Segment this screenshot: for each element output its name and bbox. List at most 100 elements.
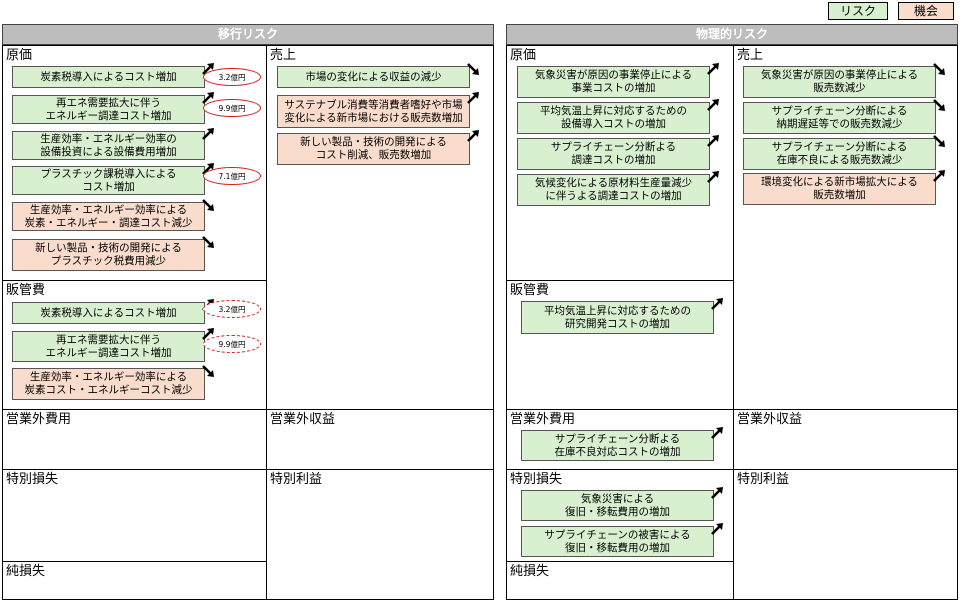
impact-amount-badge: 7.1億円 <box>203 167 261 185</box>
impact-amount-badge: 9.9億円 <box>203 335 261 353</box>
physical-non-op-expense-title: 営業外費用 <box>510 412 576 427</box>
transition-extraordinary-loss-title: 特別損失 <box>6 472 59 487</box>
risk-item: 気象災害による復旧・移転費用の増加 <box>521 490 714 521</box>
item-text: 気候変化による原材料生産量減少に伴うよる調達コストの増加 <box>534 177 693 202</box>
legend-risk: リスク <box>828 2 888 20</box>
arrow-up-right-icon <box>711 523 723 535</box>
physical-sales-cell: 売上 <box>733 45 958 410</box>
transition-extraordinary-gain-title: 特別利益 <box>270 472 323 487</box>
risk-item: 気象災害が原因の事業停止による事業コストの増加 <box>517 66 710 98</box>
impact-amount-badge: 3.2億円 <box>203 68 261 86</box>
item-text: サプライチェーン分断よる調達コストの増加 <box>550 141 677 166</box>
risk-item: サプライチェーン分断による納期遅延等での販売数減少 <box>743 102 936 134</box>
transition-cost-title: 原価 <box>6 48 33 63</box>
arrow-up-right-icon <box>202 92 214 104</box>
item-text: 新しい製品・技術の開発によるプラスチック税費用減少 <box>35 242 182 267</box>
arrow-up-right-icon <box>711 427 723 439</box>
risk-item: 炭素税導入によるコスト増加 <box>12 66 205 88</box>
transition-non-op-income-cell: 営業外収益 <box>266 409 494 470</box>
risk-item: 炭素税導入によるコスト増加 <box>12 302 205 324</box>
arrow-down-right-icon <box>933 99 945 111</box>
item-text: 市場の変化による収益の減少 <box>305 70 442 83</box>
physical-non-op-income-cell: 営業外収益 <box>733 409 958 470</box>
physical-net-loss-cell: 純損失 <box>506 561 734 600</box>
arrow-down-right-icon <box>467 63 479 75</box>
item-text: 気象災害による復旧・移転費用の増加 <box>565 492 670 518</box>
transition-extraordinary-loss-cell: 特別損失 <box>2 469 267 562</box>
transition-non-op-expense-cell: 営業外費用 <box>2 409 267 470</box>
item-text: 気象災害が原因の事業停止による販売数減少 <box>760 69 919 94</box>
arrow-up-right-icon <box>467 130 479 142</box>
opportunity-item: 新しい製品・技術の開発によるプラスチック税費用減少 <box>12 239 205 271</box>
item-text: サプライチェーン分断による納期遅延等での販売数減少 <box>771 105 908 130</box>
item-text: 炭素税導入によるコスト増加 <box>40 70 177 83</box>
arrow-up-right-icon <box>933 170 945 182</box>
risk-item: サプライチェーンの被害による復旧・移転費用の増加 <box>521 526 714 557</box>
risk-item: 市場の変化による収益の減少 <box>277 66 470 88</box>
opportunity-item: 新しい製品・技術の開発によるコスト削減、販売数増加 <box>277 133 470 165</box>
arrow-up-right-icon <box>707 63 719 75</box>
transition-sga-title: 販管費 <box>6 283 46 298</box>
impact-amount-badge: 3.2億円 <box>203 300 261 318</box>
item-text: プラスチック課税導入によるコスト増加 <box>40 167 177 193</box>
item-text: 気象災害が原因の事業停止による事業コストの増加 <box>534 69 693 94</box>
physical-net-loss-title: 純損失 <box>510 564 550 579</box>
physical-extraordinary-gain-title: 特別利益 <box>737 472 790 487</box>
transition-net-loss-title: 純損失 <box>6 564 46 579</box>
item-text: サプライチェーンの被害による復旧・移転費用の増加 <box>544 528 691 554</box>
risk-item: サプライチェーン分断による在庫不良による販売数減少 <box>743 138 936 170</box>
arrow-down-right-icon <box>933 135 945 147</box>
transition-non-op-income-title: 営業外収益 <box>270 412 336 427</box>
risk-item: 平均気温上昇に対応するための設備導入コストの増加 <box>517 102 710 134</box>
opportunity-item: 生産効率・エネルギー効率による炭素コスト・エネルギーコスト減少 <box>12 368 205 400</box>
physical-risk-header: 物理的リスク <box>506 24 958 45</box>
arrow-up-right-icon <box>707 99 719 111</box>
item-text: 平均気温上昇に対応するための設備導入コストの増加 <box>540 105 687 130</box>
risk-item: 再エネ需要拡大に伴うエネルギー調達コスト増加 <box>12 331 205 362</box>
opportunity-item: 環境変化による新市場拡大による販売数増加 <box>743 173 936 205</box>
item-text: サプライチェーン分断よる在庫不良対応コストの増加 <box>554 432 681 458</box>
risk-item: 再エネ需要拡大に伴うエネルギー調達コスト増加 <box>12 95 205 124</box>
risk-item: 生産効率・エネルギー効率の設備投資による設備費用増加 <box>12 131 205 160</box>
physical-sga-cell: 販管費 <box>506 280 734 410</box>
transition-risk-header: 移行リスク <box>2 24 494 45</box>
item-text: 生産効率・エネルギー効率の設備投資による設備費用増加 <box>40 132 177 158</box>
risk-item: 気候変化による原材料生産量減少に伴うよる調達コストの増加 <box>517 174 710 206</box>
item-text: サステナブル消費等消費者嗜好や市場変化による新市場における販売数増加 <box>284 98 463 124</box>
item-text: 環境変化による新市場拡大による販売数増加 <box>761 176 918 201</box>
item-text: 平均気温上昇に対応するための研究開発コストの増加 <box>544 304 691 330</box>
physical-cost-title: 原価 <box>510 48 537 63</box>
physical-extraordinary-loss-title: 特別損失 <box>510 472 563 487</box>
item-text: サプライチェーン分断による在庫不良による販売数減少 <box>771 141 908 166</box>
arrow-up-right-icon <box>707 171 719 183</box>
arrow-up-right-icon <box>711 298 723 310</box>
risk-item: サプライチェーン分断よる調達コストの増加 <box>517 138 710 170</box>
item-text: 生産効率・エネルギー効率による炭素コスト・エネルギーコスト減少 <box>24 371 193 396</box>
item-text: 再エネ需要拡大に伴うエネルギー調達コスト増加 <box>45 333 172 359</box>
transition-extraordinary-gain-cell: 特別利益 <box>266 469 494 600</box>
transition-sales-title: 売上 <box>270 48 297 63</box>
arrow-down-right-icon <box>933 63 945 75</box>
arrow-down-right-icon <box>202 365 214 377</box>
item-text: 生産効率・エネルギー効率による炭素・エネルギー・調達コスト減少 <box>24 203 193 229</box>
risk-item: プラスチック課税導入によるコスト増加 <box>12 166 205 195</box>
risk-item: 気象災害が原因の事業停止による販売数減少 <box>743 66 936 98</box>
arrow-up-right-icon <box>707 135 719 147</box>
item-text: 再エネ需要拡大に伴うエネルギー調達コスト増加 <box>45 96 172 122</box>
physical-non-op-income-title: 営業外収益 <box>737 412 803 427</box>
arrow-down-right-icon <box>202 236 214 248</box>
physical-extraordinary-gain-cell: 特別利益 <box>733 469 958 600</box>
transition-non-op-expense-title: 営業外費用 <box>6 412 72 427</box>
impact-amount-badge: 9.9億円 <box>203 99 261 117</box>
item-text: 新しい製品・技術の開発によるコスト削減、販売数増加 <box>300 136 447 161</box>
physical-sga-title: 販管費 <box>510 283 550 298</box>
arrow-down-right-icon <box>202 199 214 211</box>
risk-item: 平均気温上昇に対応するための研究開発コストの増加 <box>521 301 714 334</box>
arrow-up-right-icon <box>202 128 214 140</box>
arrow-up-right-icon <box>711 487 723 499</box>
arrow-up-right-icon <box>467 92 479 104</box>
legend-opportunity: 機会 <box>898 2 954 20</box>
item-text: 炭素税導入によるコスト増加 <box>40 306 177 319</box>
risk-item: サプライチェーン分断よる在庫不良対応コストの増加 <box>521 430 714 461</box>
opportunity-item: サステナブル消費等消費者嗜好や市場変化による新市場における販売数増加 <box>277 95 470 128</box>
